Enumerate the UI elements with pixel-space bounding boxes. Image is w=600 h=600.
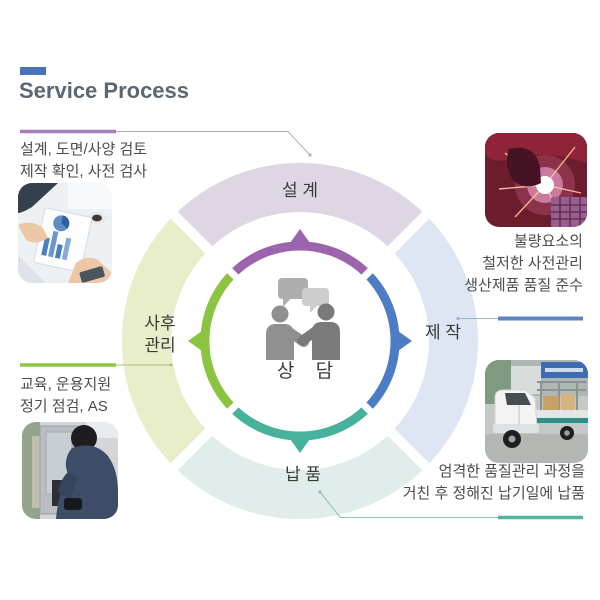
stage-label-design: 설 계 — [281, 181, 318, 200]
note-delivery-line2: 거친 후 정해진 납기일에 납품 — [402, 485, 585, 502]
note-aftercare: 교육, 운용지원 정기 점검, AS — [20, 374, 111, 418]
note-delivery: 엄격한 품질관리 과정을 거친 후 정해진 납기일에 납품 — [385, 461, 585, 505]
ring-gap-lines — [163, 204, 437, 478]
connector-aftercare — [20, 363, 173, 367]
stage-label-aftercare-line1: 사후 — [144, 314, 176, 333]
note-delivery-line1: 엄격한 품질관리 과정을 — [438, 463, 585, 480]
arc-design — [229, 241, 371, 278]
connector-manufacture — [456, 316, 583, 321]
center-label: 상 담 — [276, 361, 334, 382]
arc-manufacture — [363, 270, 400, 412]
ring-sector-aftercare — [121, 215, 209, 467]
equipment-service-illustration — [22, 422, 118, 519]
connector-design — [20, 129, 312, 157]
pointer-aftercare — [188, 331, 202, 351]
note-design-line2: 제작 확인, 사전 검사 — [20, 163, 148, 180]
welding-work-photo — [485, 133, 587, 227]
note-design-line1: 설계, 도면/사양 검토 — [20, 141, 148, 158]
handshake-consultation-icon — [266, 278, 340, 360]
note-manufacture-line2: 철저한 사전관리 — [482, 255, 583, 272]
ring-sector-design — [174, 162, 426, 250]
note-aftercare-line1: 교육, 운용지원 — [20, 376, 112, 393]
page-title: Service Process — [19, 78, 190, 103]
ring-sector-delivery — [174, 432, 426, 520]
stage-label-manufacture: 제 작 — [424, 323, 461, 342]
arc-delivery — [229, 404, 371, 441]
delivery-truck-illustration — [485, 360, 588, 463]
arc-aftercare — [200, 270, 237, 412]
title-accent-dash — [20, 67, 46, 75]
ring-sector-manufacture — [391, 215, 479, 467]
connector-delivery — [318, 490, 583, 520]
business-meeting-illustration — [18, 183, 112, 283]
pointer-design — [290, 229, 310, 243]
pointer-manufacture — [398, 331, 412, 351]
stage-label-aftercare-line2: 관리 — [144, 336, 176, 355]
pointer-delivery — [290, 439, 310, 453]
welding-illustration — [485, 133, 587, 227]
delivery-truck-photo — [485, 360, 588, 463]
note-manufacture: 불량요소의 철저한 사전관리 생산제품 품질 준수 — [420, 231, 583, 297]
note-manufacture-line1: 불량요소의 — [513, 233, 583, 250]
stage-label-aftercare: 사후 관리 — [125, 313, 195, 357]
equipment-service-photo — [22, 422, 118, 519]
note-manufacture-line3: 생산제품 품질 준수 — [464, 277, 583, 294]
note-design: 설계, 도면/사양 검토 제작 확인, 사전 검사 — [20, 139, 147, 183]
business-meeting-photo — [18, 183, 112, 283]
note-aftercare-line2: 정기 점검, AS — [20, 398, 108, 415]
stage-label-delivery: 납 품 — [284, 465, 321, 484]
